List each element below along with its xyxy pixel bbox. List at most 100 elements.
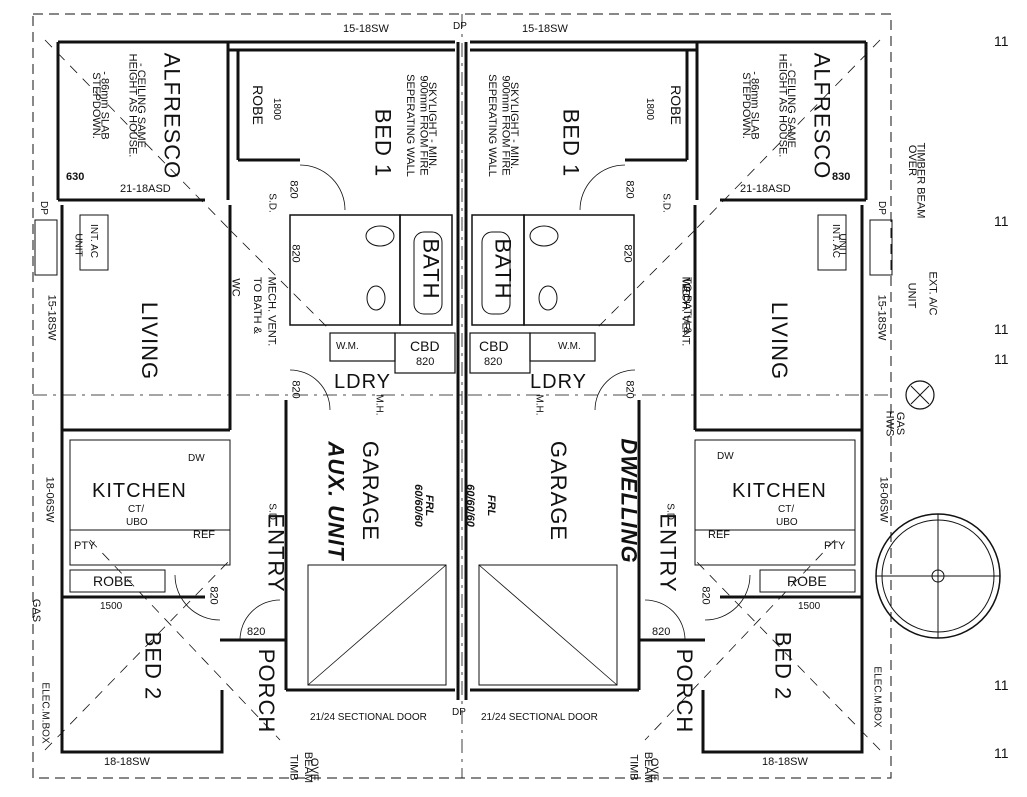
dp-bottom: DP xyxy=(452,707,466,718)
frl-right-1: FRL xyxy=(485,494,498,517)
pty-left: PTY xyxy=(74,540,96,552)
dim-820-bath-right: 820 xyxy=(621,244,634,263)
window-top-left: 15-18SW xyxy=(343,23,389,35)
sd-right-top: S.D. xyxy=(660,193,672,213)
alfresco-note-4-right: STEPDOWN. xyxy=(739,72,752,139)
ldry-left: LDRY xyxy=(334,371,391,393)
mh-left: M.H. xyxy=(373,394,385,416)
dim-820-cbd-left: 820 xyxy=(416,356,435,368)
timb-br-1: TIMB xyxy=(627,754,640,781)
dim-820-bed1-right: 820 xyxy=(623,180,636,199)
alfresco-note-2-right: HEIGHT AS HOUSE. xyxy=(776,53,789,158)
int-ac-left-1: INT. AC xyxy=(87,224,99,258)
living-right: LIVING xyxy=(767,301,793,381)
gas-left: GAS xyxy=(30,598,43,623)
sectional-door-right: 21/24 SECTIONAL DOOR xyxy=(481,712,598,723)
wm-right: W.M. xyxy=(558,341,581,352)
porch-left: PORCH xyxy=(254,648,280,734)
ext-ac-2: UNIT xyxy=(905,282,918,309)
int-ac-right-2: UNIT xyxy=(836,233,848,257)
porch-right: PORCH xyxy=(672,648,698,734)
window-alf-right: 21-18ASD xyxy=(740,183,791,195)
entry-right: ENTRY xyxy=(655,513,681,593)
alfresco-right: ALFRESCO xyxy=(809,52,835,180)
dim-820-robe-right: 820 xyxy=(699,586,712,605)
timb-br-3: OVE xyxy=(648,757,661,782)
cbd-left: CBD xyxy=(410,338,440,354)
window-living-right: 15-18SW xyxy=(875,294,888,341)
bath-left: BATH xyxy=(418,238,444,300)
robe-top-left: ROBE xyxy=(249,85,266,125)
sd-left-top: S.D. xyxy=(266,193,278,213)
entry-left: ENTRY xyxy=(263,513,289,593)
dim-820-porch-right: 820 xyxy=(652,626,671,638)
window-bottom-right: 18-18SW xyxy=(762,756,808,768)
dw-left: DW xyxy=(188,453,205,464)
ct-left-2: UBO xyxy=(126,517,148,528)
aux-unit-label: AUX. UNIT xyxy=(323,441,349,561)
window-top-right: 15-18SW xyxy=(522,23,568,35)
frl-left-1: FRL xyxy=(423,494,436,517)
dim-820-bath-left: 820 xyxy=(289,244,302,263)
margin-mark-5: 11 xyxy=(994,677,1009,693)
garage-left: GARAGE xyxy=(358,440,384,542)
ct-left-1: CT/ xyxy=(128,504,145,515)
elec-box-left: ELEC.M.BOX xyxy=(39,682,51,744)
bed2-left: BED 2 xyxy=(140,631,166,701)
gas-hws-1: GAS xyxy=(894,411,907,436)
bed1-left: BED 1 xyxy=(370,108,396,178)
dim-820-cbd-right: 820 xyxy=(484,356,503,368)
int-ac-left-2: UNIT xyxy=(72,233,84,257)
dim-1500-left: 1500 xyxy=(100,601,123,612)
mech-vent-3-right: WC xyxy=(679,278,692,297)
skylight-note-3-left: SEPERATING WALL xyxy=(403,74,416,177)
bed2-right: BED 2 xyxy=(770,631,796,701)
skylight-note-2-left: 900mm FROM FIRE xyxy=(417,75,430,176)
margin-mark-1: 11 xyxy=(994,33,1009,49)
bed1-right: BED 1 xyxy=(558,108,584,178)
window-alf-left: 21-18ASD xyxy=(120,183,171,195)
timb-bl-3: OVE xyxy=(308,757,321,782)
frl-left-2: 60/60/60 xyxy=(411,484,424,527)
bath-right: BATH xyxy=(490,238,516,300)
living-left: LIVING xyxy=(137,301,163,381)
gas-hws-2: HWS xyxy=(883,410,896,437)
timber-beam-2: OVER xyxy=(906,144,919,177)
window-bottom-left: 18-18SW xyxy=(104,756,150,768)
dim-1800-right: 1800 xyxy=(644,97,656,121)
timb-bl-1: TIMB xyxy=(287,754,300,781)
skylight-note-2-right: 900mm FROM FIRE xyxy=(499,75,512,176)
ref-left: REF xyxy=(193,529,215,541)
alfresco-note-2-left: HEIGHT AS HOUSE. xyxy=(126,53,139,158)
kitchen-left: KITCHEN xyxy=(92,480,187,502)
dw-right: DW xyxy=(717,451,734,462)
dim-1800-left: 1800 xyxy=(271,97,283,121)
margin-mark-3: 11 xyxy=(994,321,1009,337)
dim-820-porch-left: 820 xyxy=(247,626,266,638)
pty-right: PTY xyxy=(824,540,846,552)
margin-mark-6: 11 xyxy=(994,745,1009,761)
dp-right: DP xyxy=(875,201,887,215)
wm-left: W.M. xyxy=(336,341,359,352)
window-kitchen-left: 18-06SW xyxy=(43,476,56,523)
sd-left-entry: S.D. xyxy=(266,503,278,523)
margin-mark-4: 11 xyxy=(994,351,1009,367)
dp-left: DP xyxy=(37,201,49,215)
mh-right: M.H. xyxy=(533,394,545,416)
dwelling-label: DWELLING xyxy=(616,438,642,564)
sd-right-entry: S.D. xyxy=(664,503,676,523)
ref-right: REF xyxy=(708,529,730,541)
dim-1500-right: 1500 xyxy=(798,601,821,612)
kitchen-right: KITCHEN xyxy=(732,480,827,502)
mech-vent-3-left: WC xyxy=(229,278,242,297)
skylight-note-3-right: SEPERATING WALL xyxy=(485,74,498,177)
dim-630: 630 xyxy=(66,171,85,183)
dim-820-ldry-right: 820 xyxy=(623,380,636,399)
window-kitchen-right: 18-06SW xyxy=(877,476,890,523)
ext-ac-1: EXT. A/C xyxy=(926,271,939,316)
elec-box-right: ELEC.M.BOX xyxy=(871,666,883,728)
dim-820-ldry-left: 820 xyxy=(289,380,302,399)
robe-bottom-left: ROBE xyxy=(93,573,133,589)
